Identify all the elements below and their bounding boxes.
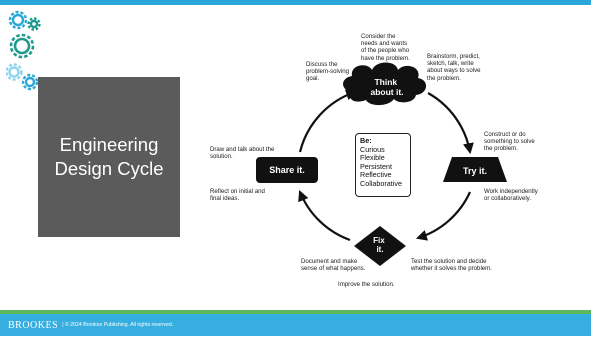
gears-icon bbox=[6, 10, 41, 91]
stage-share-box: Share it. bbox=[256, 157, 318, 183]
center-item: Reflective bbox=[360, 170, 392, 180]
note-work: Work independently or collaboratively. bbox=[484, 188, 538, 203]
note-test: Test the solution and decide whether it … bbox=[411, 258, 492, 273]
center-item: Curious bbox=[360, 144, 385, 154]
note-discuss: Discuss the problem-solving goal. bbox=[306, 61, 350, 83]
stage-fix-label: Fix it. bbox=[373, 236, 387, 254]
stage-share-label: Share it. bbox=[269, 165, 305, 175]
stage-think-label: Think about it. bbox=[370, 77, 403, 97]
footer-accent-bar bbox=[0, 310, 591, 314]
center-be-box: Be: Curious Flexible Persistent Reflecti… bbox=[355, 133, 411, 197]
gear-icon bbox=[8, 10, 28, 30]
note-consider: Consider the needs and wants of the peop… bbox=[361, 33, 410, 62]
stage-try-label: Try it. bbox=[463, 166, 487, 176]
center-item: Flexible bbox=[360, 153, 385, 163]
gear-icon bbox=[6, 63, 23, 81]
gear-icon bbox=[21, 73, 39, 91]
note-brainstorm: Brainstorm, predict, sketch, talk, write… bbox=[427, 53, 481, 82]
note-construct: Construct or do something to solve the p… bbox=[484, 131, 535, 153]
stage-try-shape: Try it. bbox=[443, 157, 507, 182]
gear-icon bbox=[9, 33, 35, 59]
note-reflect: Reflect on initial and final ideas. bbox=[210, 188, 265, 203]
center-item: Collaborative bbox=[360, 178, 402, 188]
footer-bar: BROOKES | © 2024 Brookes Publishing. All… bbox=[0, 314, 591, 336]
title-panel: Engineering Design Cycle bbox=[38, 77, 180, 237]
stage-think-cloud: Think about it. bbox=[343, 62, 427, 106]
note-document: Document and make sense of what happens. bbox=[301, 258, 366, 273]
center-item: Persistent bbox=[360, 161, 392, 171]
arrow-fix-to-share bbox=[298, 189, 351, 242]
slide-title: Engineering Design Cycle bbox=[54, 134, 164, 179]
gear-icon bbox=[27, 17, 41, 31]
arrow-think-to-try bbox=[427, 92, 474, 155]
top-accent-bar bbox=[0, 0, 591, 5]
note-draw: Draw and talk about the solution. bbox=[210, 146, 275, 161]
center-heading: Be: bbox=[360, 136, 372, 145]
arrow-try-to-fix bbox=[415, 191, 472, 241]
stage-fix-diamond: Fix it. bbox=[354, 226, 406, 266]
note-improve: Improve the solution. bbox=[338, 281, 395, 288]
arrow-share-to-think bbox=[298, 89, 358, 153]
brookes-logo: BROOKES bbox=[8, 319, 59, 331]
copyright-text: | © 2024 Brookes Publishing. All rights … bbox=[62, 322, 174, 328]
